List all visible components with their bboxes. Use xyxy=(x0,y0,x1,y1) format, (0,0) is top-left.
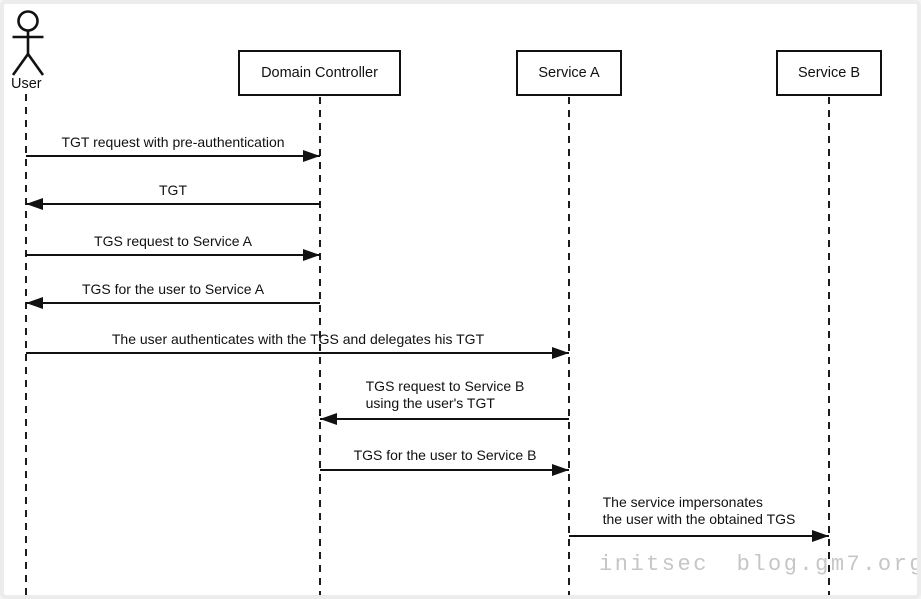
participant-service-b: Service B xyxy=(776,50,882,96)
message-7-line xyxy=(320,469,569,471)
message-2-label: TGT xyxy=(159,182,187,198)
participant-service-a-label: Service A xyxy=(538,65,600,81)
message-4-line xyxy=(26,302,320,304)
message-6-label: TGS request to Service B using the user'… xyxy=(365,378,525,411)
watermark: initsec blog.gm7.org xyxy=(599,552,921,577)
message-2-line xyxy=(26,203,320,205)
message-6-line xyxy=(320,418,569,420)
message-3-label: TGS request to Service A xyxy=(94,233,252,249)
message-5-arrowhead-icon xyxy=(552,347,569,359)
message-3-line xyxy=(26,254,320,256)
message-4-arrowhead-icon xyxy=(26,297,43,309)
message-5-line xyxy=(26,352,569,354)
message-7-label: TGS for the user to Service B xyxy=(353,447,537,463)
message-3-arrowhead-icon xyxy=(303,249,320,261)
message-4-label: TGS for the user to Service A xyxy=(81,281,265,297)
lifeline-domain-controller xyxy=(319,97,321,595)
message-8-label: The service impersonates the user with t… xyxy=(602,494,796,527)
message-1-arrowhead-icon xyxy=(303,150,320,162)
actor-user-label: User xyxy=(11,76,42,92)
message-8-arrowhead-icon xyxy=(812,530,829,542)
message-6-arrowhead-icon xyxy=(320,413,337,425)
participant-service-b-label: Service B xyxy=(797,65,861,81)
participant-service-a: Service A xyxy=(516,50,622,96)
message-1-line xyxy=(26,155,320,157)
message-7-arrowhead-icon xyxy=(552,464,569,476)
message-8-line xyxy=(569,535,829,537)
message-2-arrowhead-icon xyxy=(26,198,43,210)
lifeline-user xyxy=(25,94,27,595)
lifeline-service-b xyxy=(828,97,830,595)
lifeline-service-a xyxy=(568,97,570,595)
participant-domain-controller: Domain Controller xyxy=(238,50,401,96)
participant-domain-controller-label: Domain Controller xyxy=(261,65,378,81)
user-stick-figure-icon xyxy=(11,10,45,76)
message-1-label: TGT request with pre-authentication xyxy=(61,134,285,150)
message-5-label: The user authenticates with the TGS and … xyxy=(111,331,485,347)
